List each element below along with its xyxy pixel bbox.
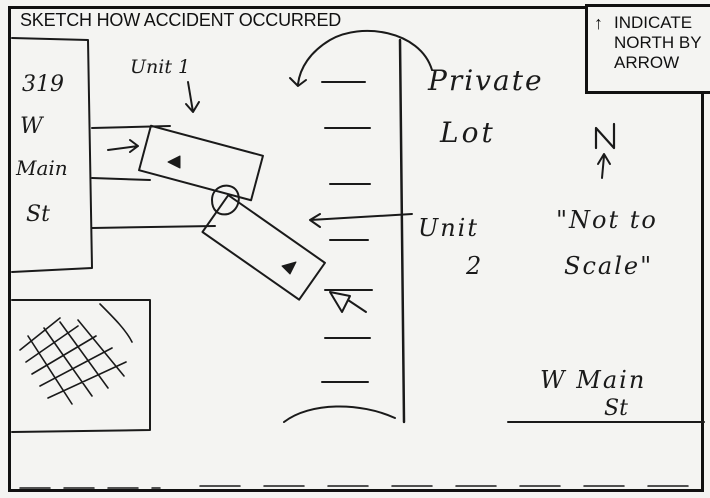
scribble: [20, 318, 126, 404]
north-arrow-icon: [598, 154, 610, 178]
street-label-2: St: [604, 396, 628, 421]
curved-arrow-icon: [298, 31, 432, 84]
private-lot-label-2: Lot: [440, 116, 496, 149]
scale-note-2: Scale": [564, 252, 653, 280]
unit2-label-2: 2: [466, 252, 481, 280]
address-line-1: 319: [22, 72, 64, 97]
unit2-direction-icon: [282, 262, 296, 274]
unit1-vehicle: [139, 126, 263, 200]
scribble: [100, 304, 132, 342]
scale-note-1: "Not to: [556, 206, 658, 234]
private-lot-label-1: Private: [428, 64, 544, 97]
curb-arc: [284, 406, 395, 422]
address-line-3: Main: [16, 156, 68, 180]
address-line-2: W: [20, 114, 43, 139]
pencil-mark-icon: [330, 292, 366, 312]
unit2-vehicle: [202, 195, 324, 300]
driveway-line: [92, 226, 215, 228]
unit2-label-1: Unit: [418, 214, 479, 242]
unit1-pointer-icon: [186, 82, 199, 112]
unit2-pointer-icon: [310, 214, 412, 227]
driveway-line: [92, 178, 150, 180]
address-line-4: St: [26, 202, 50, 227]
unit1-label: Unit 1: [130, 56, 190, 78]
street-label-1: W Main: [540, 366, 646, 394]
lower-left-box: [12, 300, 150, 432]
motion-arrow-icon: [108, 140, 138, 152]
unit1-direction-icon: [168, 156, 180, 168]
road-edge: [400, 40, 404, 422]
